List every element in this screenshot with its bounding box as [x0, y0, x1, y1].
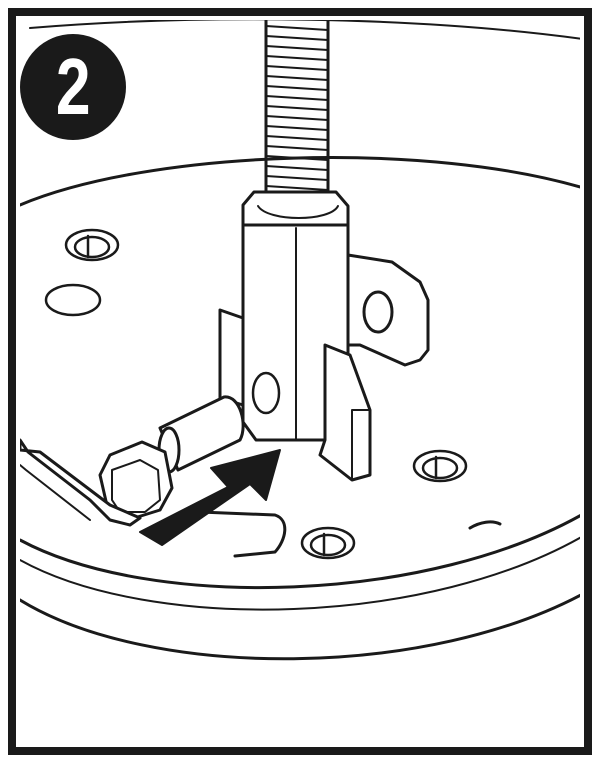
direction-arrow-icon [139, 449, 281, 546]
plate-bottom-edge [20, 593, 580, 661]
plate-hole-left-top [64, 228, 120, 262]
hex-bolt [98, 395, 245, 522]
plate-hole-right [412, 449, 468, 483]
plate-front-edge-2 [20, 536, 580, 611]
plate-front-edge-1 [20, 513, 580, 590]
step-number-badge: 2 [20, 34, 126, 140]
step-number: 2 [55, 42, 91, 131]
plate-hole-front [300, 526, 356, 560]
plate-hole-left-mid [44, 283, 102, 317]
threaded-rod [264, 20, 330, 217]
panel-border [8, 8, 592, 755]
rod-threads [265, 25, 329, 211]
bent-clip [20, 438, 287, 558]
bracket-fins [218, 253, 430, 482]
